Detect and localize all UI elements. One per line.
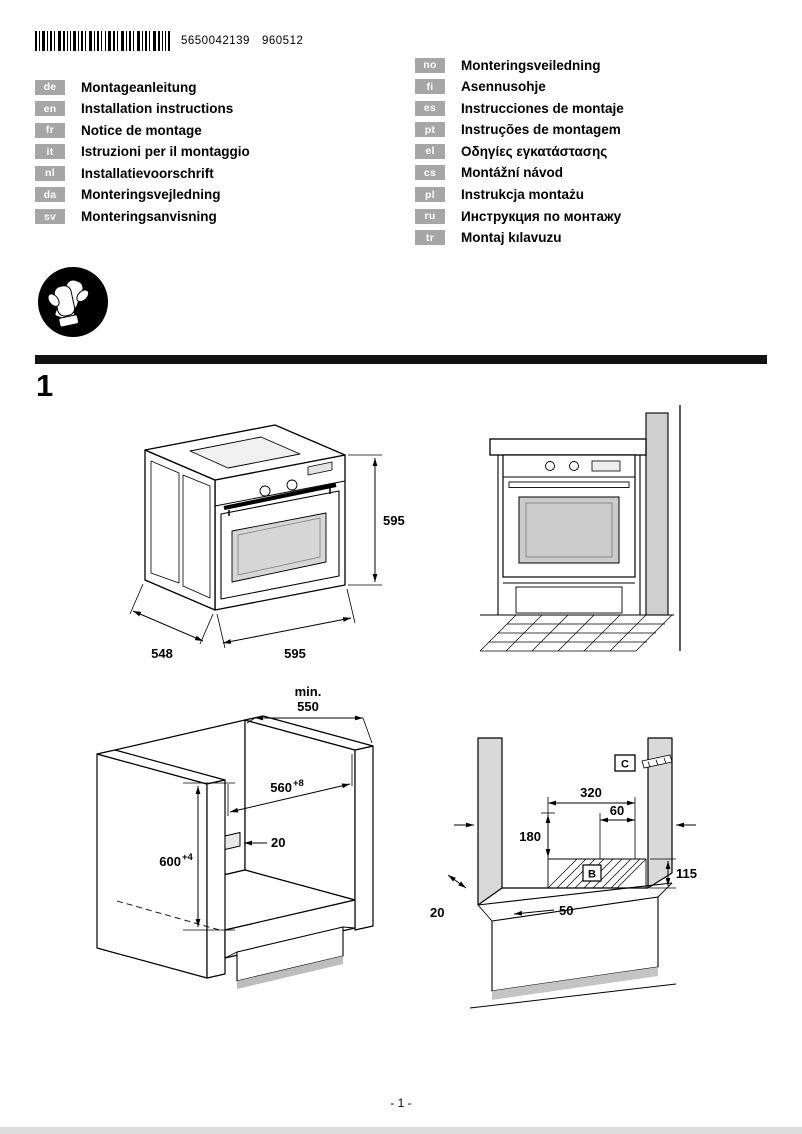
zone-height-dim: 180 [519,829,541,844]
language-list-right: no Monteringsveiledning fi Asennusohje e… [415,57,624,251]
figure-cabinet-cutout: min. 550 560 +8 600 +4 20 [96,684,374,989]
language-row: pl Instrukcja montażu [415,187,624,203]
language-code-badge: es [415,100,445,116]
oven-dimension-lines [129,454,382,649]
section-divider [35,355,767,364]
cutout-width-dim: 560 [270,780,292,795]
language-title: Инструкция по монтажу [461,208,622,224]
hidden-floor-line [116,900,224,932]
language-title: Monteringsveiledning [461,57,601,73]
oven-depth-dim: 548 [151,646,173,661]
language-code-badge: ru [415,208,445,224]
plinth-recess-dim: 50 [559,903,573,918]
language-row: da Monteringsvejledning [35,187,250,203]
floor-tiles [479,614,673,652]
language-row: en Installation instructions [35,101,250,117]
cabinet-depth-min-label: min. [295,684,322,699]
language-code-badge: tr [415,230,445,246]
language-row: fr Notice de montage [35,122,250,138]
language-code-badge: el [415,143,445,159]
language-code-badge: fr [35,122,65,138]
language-code-badge: cs [415,165,445,181]
language-code-badge: fi [415,79,445,95]
language-title: Instrucciones de montaje [461,100,624,116]
language-row: it Istruzioni per il montaggio [35,144,250,160]
language-row: no Monteringsveiledning [415,57,624,73]
cutout-dimension-lines [183,715,373,931]
protective-gloves-icon [38,267,108,337]
oven-isometric-drawing [144,424,346,611]
language-row: tr Montaj kılavuzu [415,230,624,246]
figure-oven-dimensions: 595 595 548 [129,424,405,661]
niche-dimension-lines [447,797,696,916]
bottom-zone-height-dim: 115 [676,866,697,881]
detail-c-callout [614,754,673,772]
rail-setback-dim: 20 [271,835,285,850]
language-title: Notice de montage [81,122,202,138]
language-code-badge: pl [415,187,445,203]
language-row: de Montageanleitung [35,79,250,95]
language-title: Montážní návod [461,165,563,181]
language-list-left: de Montageanleitung en Installation inst… [35,79,250,230]
niche-drawing [469,737,677,1009]
language-row: pt Instruções de montagem [415,122,624,138]
language-code-badge: de [35,79,65,95]
cutout-height-dim: 600 [159,854,181,869]
zone-right-offset-dim: 60 [610,803,624,818]
language-row: nl Installatievoorschrift [35,165,250,181]
figure-oven-installed [479,405,681,652]
language-row: es Instrucciones de montaje [415,100,624,116]
figure-section-number: 1 [36,368,54,403]
cutout-width-tolerance: +8 [293,778,304,789]
oven-width-dim: 595 [284,646,306,661]
panel-clearance-dim: 20 [430,905,444,920]
language-code-badge: da [35,187,65,203]
language-title: Asennusohje [461,79,546,95]
language-code-badge: en [35,101,65,117]
language-title: Montaj kılavuzu [461,230,562,246]
barcode-number: 5650042139 [181,35,250,47]
cutout-height-tolerance: +4 [182,852,194,863]
language-title: Monteringsvejledning [81,187,221,203]
print-code: 960512 [262,35,304,47]
language-row: fi Asennusohje [415,79,624,95]
language-row: cs Montážní návod [415,165,624,181]
detail-c-label: C [621,759,629,771]
language-title: Istruzioni per il montaggio [81,144,250,160]
language-title: Installation instructions [81,101,234,117]
language-code-badge: sv [35,209,65,225]
cabinet-isometric-drawing [96,715,374,989]
language-code-badge: nl [35,165,65,181]
language-title: Installatievoorschrift [81,165,214,181]
oven-height-dim: 595 [383,513,405,528]
language-code-badge: pt [415,122,445,138]
language-row: sv Monteringsanvisning [35,209,250,225]
language-title: Montageanleitung [81,79,197,95]
detail-b-label: B [588,869,596,881]
language-title: Instruções de montagem [461,122,621,138]
language-title: Monteringsanvisning [81,209,217,225]
language-code-badge: no [415,57,445,73]
page-bottom-shading [0,1127,802,1134]
page-number: - 1 - [390,1096,412,1110]
zone-width-dim: 320 [580,785,602,800]
language-code-badge: it [35,144,65,160]
installed-view-drawing [480,405,681,651]
language-row: ru Инструкция по монтажу [415,208,624,224]
cabinet-depth-min-value: 550 [297,699,319,714]
language-row: el Οδηγίες εγκατάστασης [415,143,624,159]
figure-niche-front: 320 60 180 115 B C 50 20 [430,737,697,1009]
language-title: Instrukcja montażu [461,187,585,203]
language-title: Οδηγίες εγκατάστασης [461,143,608,159]
barcode [35,31,170,51]
